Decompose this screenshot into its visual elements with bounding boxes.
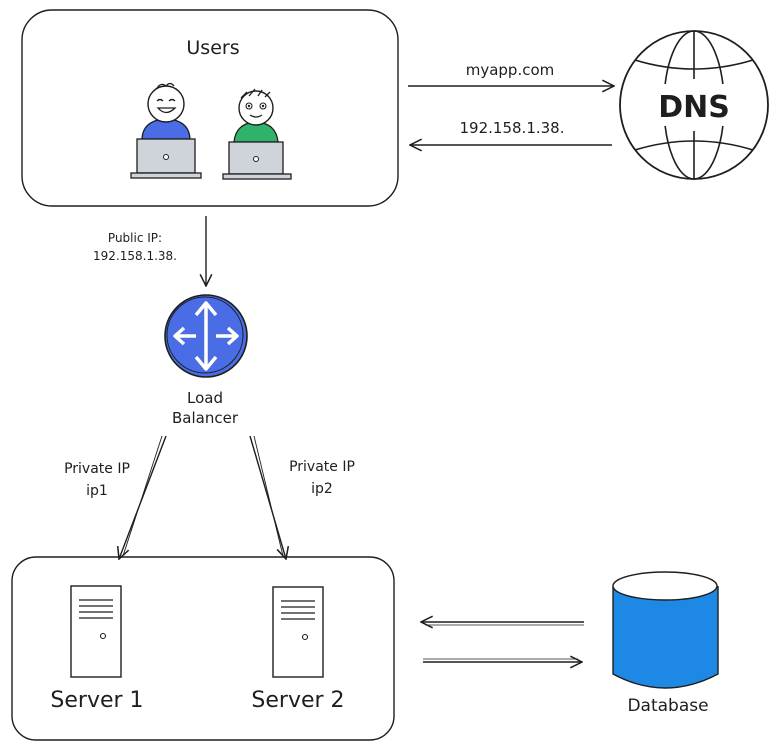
private-ip1-label-line2: ip1 [86, 483, 108, 499]
server-2-icon [272, 586, 324, 678]
edge-response-ip: 192.158.1.38. [410, 119, 612, 145]
servers-box: Server 1 Server 2 [11, 556, 395, 741]
server-2-label: Server 2 [251, 688, 344, 713]
user-1-icon [130, 82, 202, 179]
private-ip2-label-line1: Private IP [289, 459, 355, 475]
public-ip-label-line2: 192.158.1.38. [93, 249, 177, 263]
edge-servers-to-db [423, 659, 582, 662]
edge-private-ip1: Private IP ip1 [64, 435, 167, 559]
users-title: Users [186, 37, 239, 59]
response-ip-label: 192.158.1.38. [460, 119, 565, 137]
users-box: Users [21, 9, 399, 207]
edge-private-ip2: Private IP ip2 [249, 435, 355, 559]
server-1-label: Server 1 [50, 688, 143, 713]
edge-request-domain: myapp.com [408, 61, 614, 86]
database-label: Database [627, 696, 708, 716]
private-ip1-label-line1: Private IP [64, 461, 130, 477]
dns-globe-icon: DNS [619, 30, 769, 180]
load-balancer-label-line1: Load [187, 389, 223, 407]
load-balancer-icon: Load Balancer [164, 294, 248, 427]
private-ip2-label-line2: ip2 [311, 481, 333, 497]
user-2-icon [222, 88, 292, 180]
server-1-icon [70, 585, 122, 678]
dns-label: DNS [658, 90, 730, 125]
public-ip-label-line1: Public IP: [108, 231, 162, 245]
request-domain-label: myapp.com [466, 61, 555, 79]
database-icon: Database [612, 571, 719, 716]
edge-public-ip: Public IP: 192.158.1.38. [93, 216, 206, 286]
edge-db-to-servers [421, 622, 584, 625]
load-balancer-label-line2: Balancer [172, 409, 239, 427]
